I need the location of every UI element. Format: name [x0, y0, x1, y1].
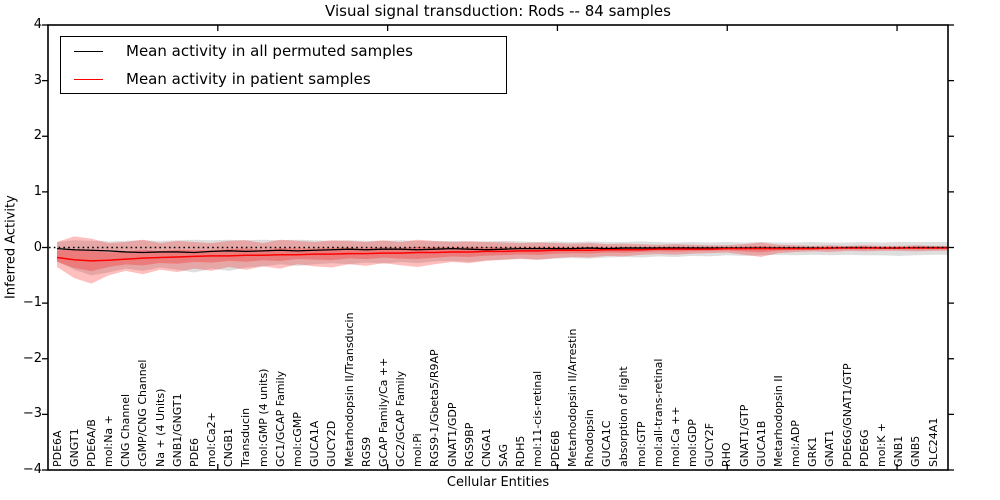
x-tick-label: Metarhodopsin II/Arrestin [565, 328, 579, 467]
x-tick-label: RGS9BP [462, 422, 476, 467]
x-tick-label: absorption of light [617, 366, 631, 467]
x-tick-label: RHO [720, 442, 734, 467]
x-tick-label: RDH5 [514, 435, 528, 467]
x-tick-label: PDE6 [187, 437, 201, 467]
x-tick-label: mol:Na + [102, 415, 116, 467]
x-tick-label: mol:Pi [411, 433, 425, 467]
y-tick-label: −1 [22, 295, 42, 311]
x-tick-label: cGMP/CNG Channel [136, 359, 150, 468]
x-tick-label: mol:GMP (4 units) [256, 368, 270, 467]
x-tick-label: GNGT1 [67, 428, 81, 467]
legend-label-permuted: Mean activity in all permuted samples [126, 42, 413, 60]
x-tick-label: GCAP Family/Ca ++ [376, 357, 390, 467]
x-tick-label: SLC24A1 [926, 417, 940, 467]
legend-line-sample-patient [74, 78, 103, 80]
x-tick-label: RGS9 [359, 436, 373, 467]
x-tick-label: GNB5 [909, 435, 923, 467]
legend-item-permuted: Mean activity in all permuted samples [61, 38, 506, 65]
x-tick-label: GRK1 [806, 436, 820, 467]
x-tick-label: GC1/GCAP Family [273, 370, 287, 467]
y-tick-label: −3 [22, 406, 42, 422]
patient-mean-line [56, 247, 948, 262]
x-tick-label: Metarhodopsin II [771, 375, 785, 467]
legend: Mean activity in all permuted samples Me… [60, 36, 507, 94]
x-tick-label: mol:K + [874, 422, 888, 467]
x-tick-label: RGS9-1/Gbeta5/R9AP [428, 349, 442, 467]
y-tick-label: 2 [33, 128, 42, 144]
x-tick-label: mol:11-cis-retinal [531, 370, 545, 467]
x-axis-label: Cellular Entities [446, 475, 550, 490]
x-tick-label: Transducin [239, 407, 253, 467]
y-tick-label: −2 [22, 350, 42, 366]
x-tick-label: SAG [497, 443, 511, 467]
x-tick-label: CNGA1 [479, 428, 493, 467]
x-tick-label: GNB1 [892, 435, 906, 467]
legend-label-patient: Mean activity in patient samples [126, 70, 371, 88]
x-tick-label: GUCA1A [308, 420, 322, 467]
x-tick-label: mol:GDP [686, 419, 700, 467]
y-tick-label: −4 [22, 462, 42, 477]
x-tick-label: mol:Ca ++ [668, 406, 682, 467]
x-tick-label: Metarhodopsin II/Transducin [342, 312, 356, 467]
x-tick-label: CNG Channel [119, 393, 133, 467]
y-tick-label: 1 [33, 183, 42, 199]
x-tick-label: mol:ADP [789, 420, 803, 467]
x-tick-label: GUCA1B [754, 420, 768, 467]
x-tick-label: GNB1/GNGT1 [170, 393, 184, 467]
x-tick-label: mol:Ca2+ [205, 412, 219, 467]
x-tick-label: mol:cGMP [290, 412, 304, 467]
x-tick-label: GUCA1C [600, 420, 614, 467]
x-tick-label: PDE6G [857, 429, 871, 467]
x-tick-label: Rhodopsin [582, 409, 596, 467]
x-tick-label: GC2/GCAP Family [394, 370, 408, 467]
y-tick-label: 4 [33, 17, 42, 32]
x-tick-label: GNAT1/GDP [445, 402, 459, 467]
x-tick-label: PDE6A/B [84, 419, 98, 467]
x-tick-label: Na + (4 Units) [153, 388, 167, 467]
x-tick-label: PDE6B [548, 430, 562, 467]
chart-title: Visual signal transduction: Rods -- 84 s… [325, 2, 671, 20]
y-tick-label: 0 [33, 239, 42, 255]
legend-item-patient: Mean activity in patient samples [61, 66, 506, 93]
legend-line-sample-permuted [74, 50, 103, 52]
x-tick-label: CNGB1 [222, 428, 236, 467]
x-tick-label: PDE6A [50, 430, 64, 467]
patient-band-inner-area [57, 245, 948, 272]
x-tick-label: GNAT1/GTP [737, 404, 751, 467]
x-tick-label: GUCY2D [325, 420, 339, 467]
x-tick-label: mol:all-trans-retinal [651, 358, 665, 467]
y-tick-label: 3 [33, 72, 42, 88]
x-tick-label: GNAT1 [823, 429, 837, 467]
x-tick-label: PDE6G/GNAT1/GTP [840, 363, 854, 467]
x-tick-label: mol:GTP [634, 421, 648, 467]
x-tick-label: GUCY2F [703, 422, 717, 467]
